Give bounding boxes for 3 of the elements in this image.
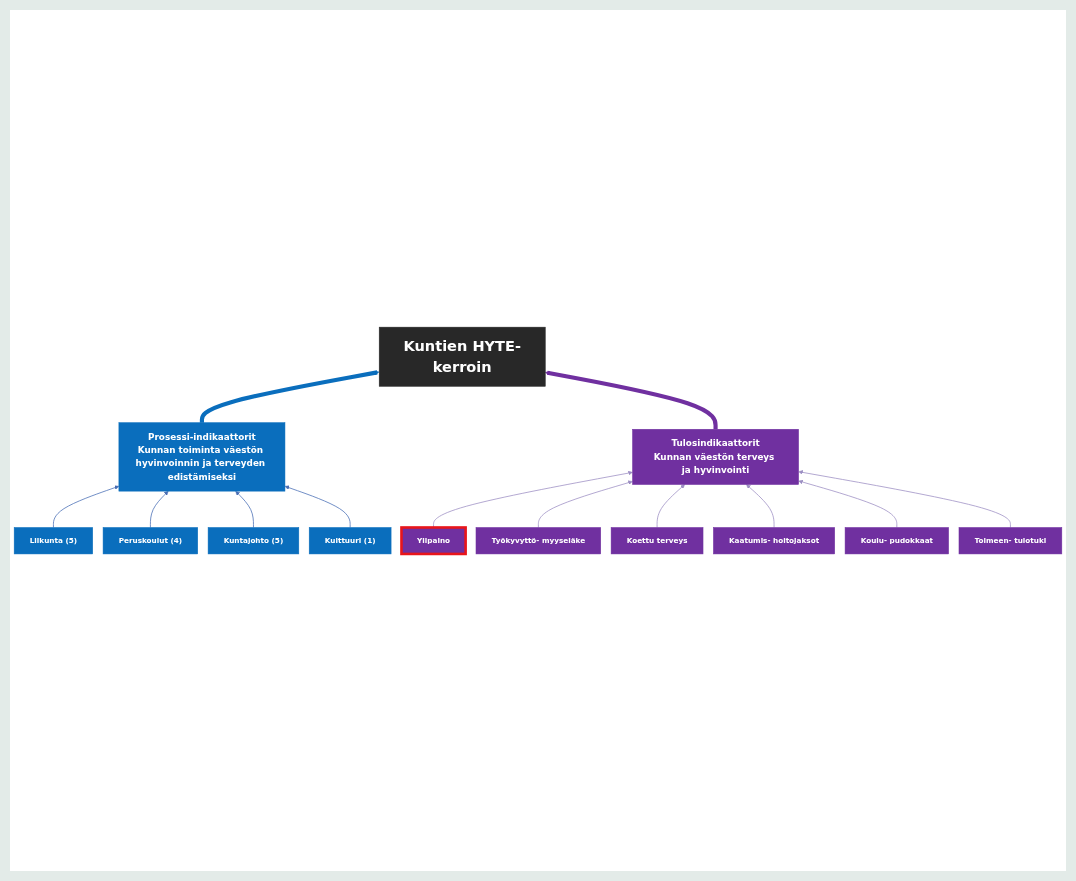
node-box: Kuntien HYTE-kerroin (378, 326, 546, 387)
node-box: Tulosindikaattorit Kunnan väestön terveys ja hyvinvointi (632, 428, 799, 485)
node-box: Prosessi-indikaattorit Kunnan toiminta väestön hyvinvoinnin ja terveyden edistämiseksi (118, 422, 286, 492)
